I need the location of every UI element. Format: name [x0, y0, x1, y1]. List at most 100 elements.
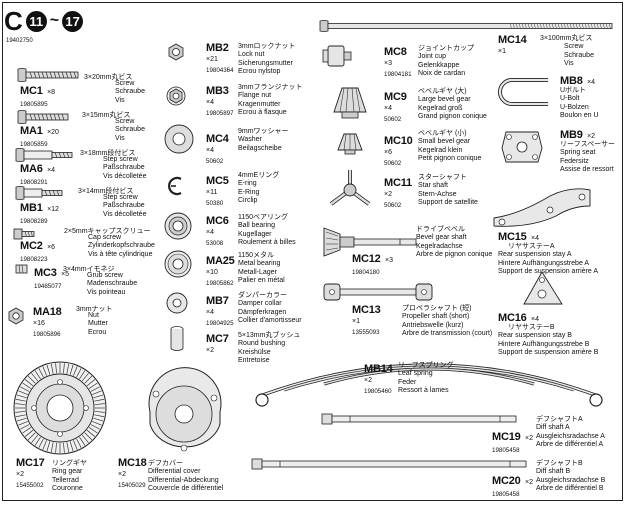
mc16-qty: ×4 — [531, 316, 539, 323]
mc9-label: MC9 ×4 50602 — [384, 91, 407, 124]
mc15-id: MC15 — [498, 231, 527, 243]
mc10-id: MC10 — [384, 135, 413, 147]
ma6-names: Step screw Paßschraube Vis décolletée — [103, 156, 147, 180]
spring-seat-icon — [501, 131, 543, 163]
ma1-label: MA1 ×20 19805859 — [20, 126, 59, 148]
mc6-label: MC6 ×4 53008 — [206, 216, 229, 248]
mc2-label: MC2 ×6 19808223 — [20, 241, 55, 263]
nut-icon — [8, 307, 24, 325]
section-letter: C — [4, 6, 23, 36]
mc19-names: デフシャフトA Diff shaft A Ausgleichsradachse … — [536, 416, 605, 449]
mc1-label: MC1 ×8 19805895 — [20, 86, 55, 108]
lock-nut-icon — [168, 43, 184, 61]
small-bevel-gear-icon — [337, 133, 363, 155]
mc7-names: 5×13mm丸ブッシュ Round bushing Kreishülse Ent… — [238, 332, 301, 365]
grub-screw-icon — [15, 264, 28, 274]
ball-bearing-icon — [164, 212, 192, 240]
mc6-names: 1150ベアリング Ball bearing Kugellager Roulem… — [238, 214, 296, 247]
mb3-names: 3mmフランジナット Flange nut Kragenmutter Ecrou… — [238, 84, 303, 117]
mc12-names: ドライブベベル Bevel gear shaft Kegelradachse A… — [416, 226, 493, 259]
ma18-id: MA18 — [33, 306, 62, 318]
mb7-code: 19804925 — [206, 320, 234, 327]
mb3-code: 19805897 — [206, 110, 234, 117]
screw-3x15-icon — [17, 110, 69, 124]
bag-code: 19402750 — [6, 38, 33, 44]
mc14-names: 3×100mm丸ビス Screw Schraube Vis — [540, 35, 594, 68]
mc17-code: 15455002 — [16, 482, 44, 489]
damper-collar-icon — [166, 292, 188, 314]
mb9-qty: ×2 — [587, 133, 596, 140]
mc6-code: 53008 — [206, 240, 224, 247]
mc8-code: 19804181 — [384, 71, 412, 78]
u-bolt-icon — [498, 78, 548, 106]
mb2-label: MB2 ×21 19804364 — [206, 43, 234, 75]
ma6-qty: ×4 — [47, 167, 56, 174]
metal-bearing-icon — [164, 250, 192, 278]
ma18-code: 19805896 — [33, 331, 61, 338]
washer-icon — [164, 124, 194, 154]
mb7-label: MB7 ×4 19804925 — [206, 296, 234, 328]
mc19-code: 19805458 — [492, 446, 520, 454]
mc8-label: MC8 ×3 19804181 — [384, 46, 412, 79]
mc3-spec: 3×4mmイモネジ — [63, 266, 115, 273]
mb14-qty: ×2 — [364, 376, 372, 384]
mc2-code: 19808223 — [20, 255, 48, 263]
mc14-label: MC14 ×1 — [498, 35, 527, 56]
mb9-label: MB9 ×2 — [560, 130, 595, 142]
mc2-qty: ×6 — [47, 244, 56, 251]
screw-3x100-icon — [319, 20, 613, 32]
mc11-label: MC11 ×2 50602 — [384, 178, 412, 210]
mc18-label: MC18 ×2 15405029 — [118, 458, 147, 490]
mc10-names: ベベルギヤ (小) Small bevel gear Kegelrad klei… — [418, 130, 482, 163]
mc13-qty: ×1 — [352, 317, 360, 325]
mc8-names: ジョイントカップ Joint cup Gelenkkappe Noix de c… — [418, 45, 474, 78]
mc18-names: デフカバー Differential cover Differential-Ab… — [148, 460, 224, 493]
ma6-code: 19808291 — [20, 178, 48, 186]
large-bevel-gear-icon — [333, 87, 367, 119]
ma18-qty: ×16 — [33, 319, 45, 327]
mc2-spec: 2×5mmキャップスクリュー — [64, 228, 151, 235]
mc9-code: 50602 — [384, 116, 402, 123]
step-header: C 11 ~ 17 — [4, 6, 84, 36]
mc9-names: ベベルギヤ (大) Large bevel gear Kegelrad groß… — [418, 88, 487, 121]
ma1-spec: 3×15mm丸ビス — [82, 112, 131, 119]
ma6-id: MA6 — [20, 163, 43, 175]
joint-cup-icon — [322, 45, 352, 67]
mb7-qty: ×4 — [206, 308, 214, 316]
mb1-spec: 3×14mm段付ビス — [78, 188, 134, 195]
ma25-label: MA25 ×10 19805862 — [206, 256, 235, 288]
mc3-names: Grub screw Madenschraube Vis pointeau — [87, 272, 138, 296]
mb2-code: 19804364 — [206, 67, 234, 74]
mc5-code: 50380 — [206, 200, 224, 207]
mc8-id: MC8 — [384, 46, 407, 58]
leaf-spring-icon — [255, 363, 603, 407]
step-range-tilde: ~ — [49, 12, 60, 29]
mc20-code: 19805458 — [492, 490, 520, 498]
mc1-id: MC1 — [20, 85, 43, 97]
mc3-qty: ×5 — [61, 271, 70, 278]
mb9-names: リーフスペーサー Spring seat Federsitz Assise de… — [560, 141, 615, 174]
mc20-names: デフシャフトB Diff shaft B Ausgleichsradachse … — [536, 460, 606, 493]
mb3-qty: ×4 — [206, 98, 214, 106]
mb1-id: MB1 — [20, 202, 43, 214]
mc5-qty: ×11 — [206, 188, 218, 196]
step-screw-3x14-icon — [15, 186, 63, 200]
ma18-spec: 3mmナット — [76, 306, 113, 313]
mc1-code: 19805895 — [20, 100, 48, 108]
mc14-qty: ×1 — [498, 47, 506, 55]
mc14-id: MC14 — [498, 34, 527, 46]
mc10-label: MC10 ×6 50602 — [384, 135, 413, 168]
screw-3x20-icon — [17, 68, 79, 82]
mc9-id: MC9 — [384, 91, 407, 103]
mc7-id: MC7 — [206, 333, 229, 345]
ma25-qty: ×10 — [206, 268, 218, 276]
mc10-code: 50602 — [384, 160, 402, 167]
mc13-code: 13555093 — [352, 329, 380, 336]
mc1-names: Screw Schraube Vis — [115, 80, 145, 104]
diff-shaft-a-icon — [321, 413, 517, 425]
mc18-qty: ×2 — [118, 470, 126, 478]
mc17-names: リングギヤ Ring gear Tellerrad Couronne — [52, 460, 87, 493]
mb1-names: Step screw Paßschraube Vis décolletée — [103, 194, 147, 218]
mc11-code: 50602 — [384, 202, 402, 209]
mc13-id: MC13 — [352, 304, 381, 316]
